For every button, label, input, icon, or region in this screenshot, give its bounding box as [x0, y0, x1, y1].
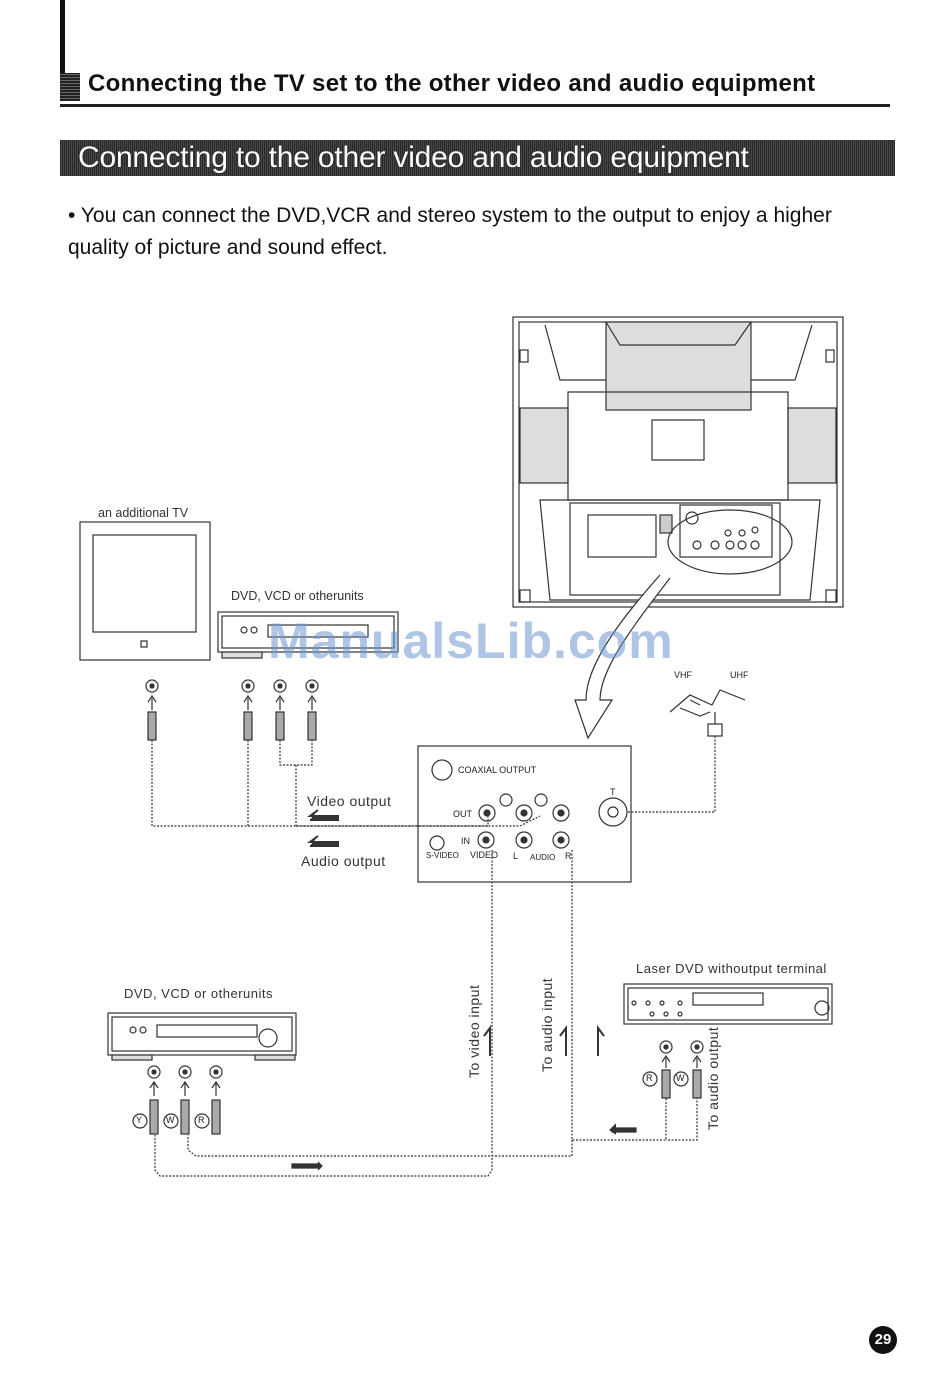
connector-panel — [417, 745, 632, 883]
label-coaxial-output: COAXIAL OUTPUT — [458, 765, 537, 775]
label-dvd-bottom: DVD, VCD or otherunits — [124, 986, 273, 1001]
bottom-left-plugs — [132, 1065, 223, 1135]
label-vhf: VHF — [674, 670, 692, 680]
label-audio: AUDIO — [530, 853, 556, 862]
section-banner — [60, 140, 895, 176]
left-margin-bar — [60, 0, 65, 95]
label-to-audio-input: To audio input — [539, 977, 555, 1072]
page-number: 29 — [869, 1326, 897, 1354]
label-plug-r: R — [198, 1115, 205, 1125]
additional-tv-illustration — [79, 521, 211, 661]
label-plug-y: Y — [136, 1115, 143, 1125]
dvd-bottom-illustration — [107, 1012, 297, 1061]
label-s-video: S-VIDEO — [426, 851, 459, 860]
top-cables — [151, 740, 541, 827]
label-r: R — [565, 851, 572, 861]
label-additional-tv: an additional TV — [98, 506, 189, 520]
section-banner-text: Connecting to the other video and audio … — [78, 141, 749, 174]
label-video-output: Video output — [307, 793, 392, 809]
label-audio-output: Audio output — [301, 853, 386, 869]
title-rule — [60, 104, 890, 107]
label-in: IN — [461, 836, 470, 846]
label-laser-dvd: Laser DVD withoutput terminal — [636, 961, 827, 976]
watermark: ManualsLib.com — [268, 613, 674, 669]
antenna-illustration — [627, 689, 746, 813]
dvd-top-illustration — [217, 611, 399, 659]
label-t: T — [610, 787, 616, 797]
laser-dvd-plugs — [642, 1040, 704, 1099]
laser-dvd-illustration — [623, 983, 833, 1025]
label-l: L — [513, 851, 519, 861]
input-cables — [154, 850, 698, 1177]
intro-text: • You can connect the DVD,VCR and stereo… — [68, 204, 832, 259]
tv-rear-illustration — [512, 316, 844, 608]
zoom-arrow — [574, 574, 671, 740]
title-marker — [60, 73, 80, 101]
label-uhf: UHF — [730, 670, 749, 680]
label-video: VIDEO — [470, 850, 499, 860]
input-arrows — [483, 1025, 605, 1056]
top-plugs — [145, 679, 319, 741]
label-laser-plug-r: R — [646, 1073, 653, 1083]
label-to-video-input: To video input — [466, 984, 482, 1078]
label-to-audio-output: To audio output — [705, 1026, 721, 1130]
page-title: Connecting the TV set to the other video… — [88, 70, 816, 97]
label-dvd-top: DVD, VCD or otherunits — [231, 589, 364, 603]
label-out: OUT — [453, 809, 472, 819]
label-laser-plug-w: W — [676, 1073, 685, 1083]
label-plug-w: W — [166, 1115, 175, 1125]
